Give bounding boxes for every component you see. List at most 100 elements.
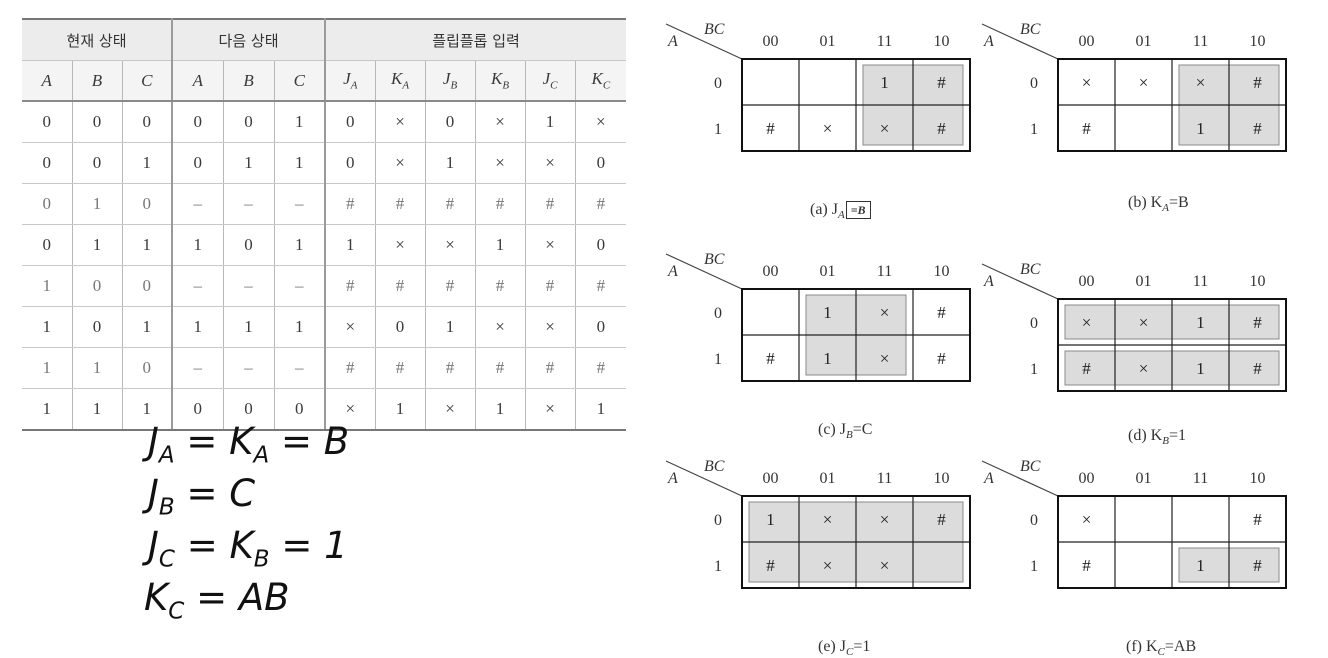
table-cell: 1 [22,265,73,307]
kmap-border [741,58,971,152]
table-cell: 0 [274,388,327,431]
column-header-sub: C [550,79,558,92]
table-cell: # [425,265,476,307]
kmap-row-var: A [667,33,678,50]
kmap-caption-text: =1 [1168,427,1186,444]
column-header: C [274,60,327,102]
kmap-cell: # [1082,556,1091,575]
kmap-cell: × [880,349,890,368]
kmap-caption-text: =C [852,421,873,438]
table-cell: 0 [172,101,224,143]
kmap-caption-subscript: C [845,646,854,658]
table-cell: 0 [122,183,174,225]
kmap-cell: × [880,556,890,575]
kmap-caption-text: (d) K [1128,427,1163,444]
equation-text: J [148,524,159,567]
equation-text: = 1 [269,524,348,567]
kmap-cell: 1 [823,303,832,322]
table-cell: 0 [223,224,275,266]
kmap-col-var: BC [704,251,725,268]
equation-text: K [144,576,169,619]
table-cell: 0 [575,224,627,266]
kmap-cell: # [1082,119,1091,138]
table-cell: # [475,347,526,389]
kmap-col-label: 01 [820,33,836,50]
table-cell: × [525,142,576,184]
table-cell: # [375,183,426,225]
table-cell: × [525,388,576,431]
table-cell: – [274,183,327,225]
kmap-caption-subscript: B [845,429,853,442]
kmap-border [741,288,971,382]
table-cell: 1 [425,306,476,348]
kmap-caption-text: (b) K [1128,194,1163,211]
kmap-col-label: 11 [1193,33,1208,50]
table-cell: # [375,265,426,307]
table-cell: × [425,224,476,266]
column-header: JB [425,60,476,102]
kmap-cell: × [880,303,890,322]
table-cell: 1 [223,142,275,184]
kmap-caption-text: (a) J [810,201,838,218]
table-cell: – [172,183,224,225]
column-header: KB [475,60,526,102]
kmap-cell: # [937,119,946,138]
column-header: B [72,60,123,102]
kmap-caption-subscript: C [1157,646,1165,658]
kmap-cell: # [1082,359,1091,378]
kmap-caption: (f) KC=AB [1126,638,1196,658]
table-cell: 0 [575,306,627,348]
kmap-caption-box: =B [845,201,871,219]
column-header-base: B [243,70,254,90]
kmap-cell: # [937,349,946,368]
column-header: A [22,60,73,102]
table-cell: × [325,388,376,431]
kmap-col-label: 01 [820,263,836,280]
kmap-corner-line [665,460,743,497]
table-cell: 1 [475,224,526,266]
table-cell: # [525,183,576,225]
kmap-cell: × [880,119,890,138]
column-header-base: C [141,70,153,90]
kmap-col-var: BC [704,458,725,475]
kmap-col-label: 11 [1193,470,1208,487]
kmap-col-label: 00 [763,33,779,50]
kmap-cell: × [823,556,833,575]
table-cell: 0 [72,306,123,348]
kmap-row-var: A [983,273,994,290]
kmap-cell: 1 [1196,119,1205,138]
table-cell: 0 [575,142,627,184]
kmap-caption: (b) KA=B [1128,194,1189,214]
kmap-caption-subscript: A [1162,202,1169,215]
equation-text: J [148,420,159,463]
table-cell: 0 [122,265,174,307]
equation-text: = K [174,524,254,567]
table-cell: 1 [223,306,275,348]
table-cell: # [325,265,376,307]
equation: JC = KB = 1 [148,520,349,572]
kmap-col-label: 11 [1193,273,1208,290]
equation: KC = AB [144,572,349,624]
column-header-sub: C [602,79,611,92]
table-cell: 0 [72,101,123,143]
kmap-corner-line [665,23,743,60]
kmap-row-label: 1 [1030,558,1038,575]
table-cell: # [325,183,376,225]
table-cell: 0 [375,306,426,348]
table-cell: 1 [274,142,327,184]
kmap-cell: # [1253,556,1262,575]
table-cell: 0 [223,101,275,143]
equation-subscript: B [158,494,175,521]
table-cell: × [375,101,426,143]
equation-subscript: A [158,442,175,469]
kmap-cell: # [1253,119,1262,138]
kmap-row-var: A [983,470,994,487]
kmap-caption-text: =B [1168,194,1189,211]
